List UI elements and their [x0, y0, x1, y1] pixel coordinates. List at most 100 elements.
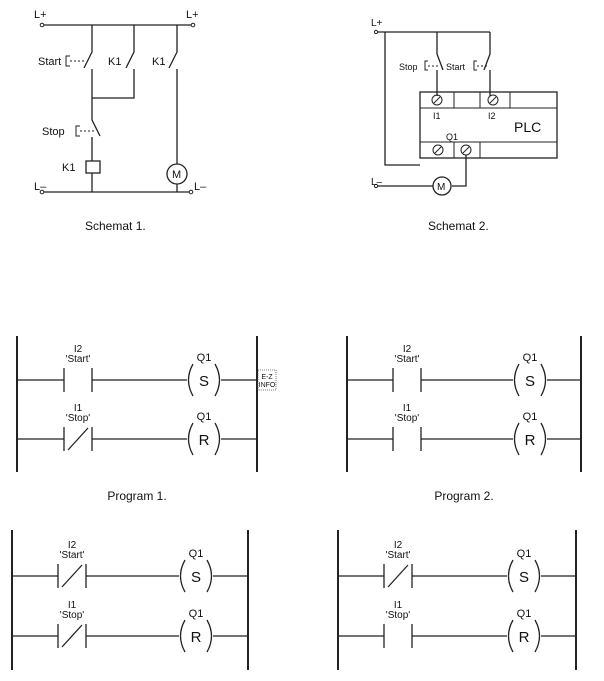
s2-terminal-i1-slot — [433, 96, 441, 104]
s2-motor-label: M — [437, 182, 445, 193]
s2-stop-button — [424, 60, 428, 71]
s2-terminal-i2-slot — [489, 96, 497, 104]
coil-left-arc — [179, 619, 186, 653]
coil-address-label: Q1 — [517, 608, 532, 620]
s2-caption: Schemat 2. — [428, 219, 489, 233]
s2-terminal-q1b-slot — [462, 146, 470, 154]
coil-address-label: Q1 — [197, 352, 212, 364]
s1-stop-button — [75, 125, 80, 137]
coil-operation-label: R — [191, 629, 202, 646]
coil-left-arc — [507, 559, 514, 593]
coil-left-arc — [507, 619, 514, 653]
s1-stop-label: Stop — [42, 126, 65, 138]
s2-motor-feed — [452, 155, 467, 187]
program-3: I2'Start' Q1S I1'Stop'Q1R — [11, 530, 249, 670]
contact-name-label: 'Stop' — [386, 610, 410, 621]
contact-name-label: 'Stop' — [395, 413, 419, 424]
s2-i2-label: I2 — [488, 111, 496, 121]
coil-address-label: Q1 — [517, 548, 532, 560]
s2-plc-output-strip — [420, 141, 557, 158]
s2-q1-label: Q1 — [446, 132, 458, 142]
rung-2: I1'Stop'Q1R — [17, 403, 257, 456]
s2-lplus-label: L+ — [371, 18, 383, 29]
s1-k1-motor-contact — [168, 25, 178, 164]
s1-lminus-right-label: L– — [194, 181, 207, 193]
s2-plc-input-strip — [420, 92, 557, 109]
contact-address-label: I2 — [74, 344, 83, 355]
rung-1: I2'Start'Q1S — [338, 540, 576, 593]
s2-stop-label: Stop — [399, 62, 418, 72]
coil-left-arc — [187, 422, 194, 456]
contact-address-label: I1 — [68, 600, 77, 611]
s2-terminal-i1 — [431, 94, 443, 106]
s1-k1-holding-label: K1 — [108, 56, 121, 68]
badge-top-text: E-Z — [261, 374, 273, 381]
s2-left-supply — [384, 32, 420, 166]
s1-lplus-right-terminal — [190, 22, 196, 28]
nc-contact-slash — [61, 564, 83, 588]
program-caption: Program 2. — [434, 489, 493, 503]
coil-address-label: Q1 — [197, 411, 212, 423]
s1-lminus-left-terminal — [39, 189, 45, 195]
contact-address-label: I1 — [394, 600, 403, 611]
coil-right-arc — [540, 422, 547, 456]
badge-bottom-text: INFO — [259, 382, 276, 389]
coil-address-label: Q1 — [523, 411, 538, 423]
coil-right-arc — [534, 559, 541, 593]
rung-1: I2'Start'Q1S — [347, 344, 581, 397]
coil-operation-label: S — [525, 373, 535, 390]
s1-lplus-right-label: L+ — [186, 9, 199, 21]
s1-k1-motor-label: K1 — [152, 56, 165, 68]
contact-name-label: 'Start' — [60, 550, 85, 561]
s1-lplus-left-label: L+ — [34, 9, 47, 21]
coil-left-arc — [179, 559, 186, 593]
s1-lminus-left-label: L– — [34, 181, 47, 193]
s2-start-button — [473, 60, 477, 71]
s2-terminal-i2 — [487, 94, 499, 106]
coil-left-arc — [513, 422, 520, 456]
rung-1: I2'Start' Q1S — [12, 540, 248, 593]
contact-name-label: 'Stop' — [60, 610, 84, 621]
coil-right-arc — [214, 422, 221, 456]
contact-address-label: I2 — [68, 540, 77, 551]
coil-operation-label: S — [191, 569, 201, 586]
s1-start-button — [65, 55, 70, 67]
contact-address-label: I2 — [403, 344, 412, 355]
contact-address-label: I2 — [394, 540, 403, 551]
s2-i1-label: I1 — [433, 111, 441, 121]
schematic-2: L+ Stop Start I1 I2 PLC Q1 M — [371, 18, 558, 233]
s2-plc-box — [419, 91, 558, 159]
s1-k1-holding-contact — [92, 25, 135, 99]
program-2: I2'Start'Q1S I1'Stop' Q1R Program 2. — [346, 336, 582, 503]
coil-address-label: Q1 — [189, 548, 204, 560]
s1-lplus-left-terminal — [39, 22, 45, 28]
nc-contact-slash — [67, 427, 89, 451]
coil-operation-label: R — [525, 432, 536, 449]
coil-operation-label: R — [519, 629, 530, 646]
coil-operation-label: S — [199, 373, 209, 390]
coil-operation-label: S — [519, 569, 529, 586]
s2-plc-label: PLC — [514, 119, 541, 135]
coil-right-arc — [206, 619, 213, 653]
s2-lminus-terminal — [373, 183, 379, 189]
rung-2: I1'Stop'Q1R — [12, 600, 248, 653]
s2-terminal-q1a-slot — [434, 146, 442, 154]
nc-contact-slash — [387, 564, 409, 588]
coil-left-arc — [187, 363, 194, 397]
schematic-1: L+ L+ Start K1 Stop K1 K1 M L– L– S — [34, 9, 207, 233]
s2-lplus-terminal — [373, 29, 379, 35]
s2-lminus-label: L– — [371, 177, 383, 188]
s1-start-contact — [83, 25, 93, 95]
coil-right-arc — [206, 559, 213, 593]
s1-caption: Schemat 1. — [85, 219, 146, 233]
coil-right-arc — [214, 363, 221, 397]
coil-right-arc — [540, 363, 547, 397]
s1-motor-label: M — [172, 169, 181, 181]
contact-address-label: I1 — [403, 403, 412, 414]
coil-right-arc — [534, 619, 541, 653]
s2-start-contact — [483, 32, 491, 96]
contact-name-label: 'Stop' — [66, 413, 90, 424]
